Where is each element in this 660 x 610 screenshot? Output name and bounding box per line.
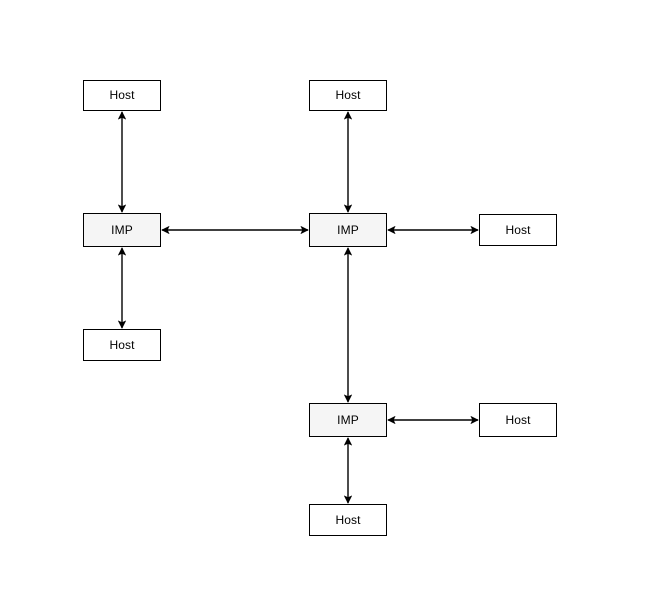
node-label: IMP <box>337 222 359 237</box>
node-imp-left[interactable]: IMP <box>83 213 161 247</box>
node-host-bottom-right[interactable]: Host <box>479 403 557 437</box>
node-label: Host <box>335 88 361 103</box>
node-label: Host <box>505 412 531 427</box>
node-imp-bottom[interactable]: IMP <box>309 403 387 437</box>
node-host-bottom-center[interactable]: Host <box>309 504 387 536</box>
node-label: Host <box>109 88 135 103</box>
edges-group <box>117 111 479 504</box>
node-label: IMP <box>111 222 133 237</box>
node-imp-center[interactable]: IMP <box>309 213 387 247</box>
node-label: Host <box>109 337 135 352</box>
node-host-top-center[interactable]: Host <box>309 80 387 111</box>
node-label: Host <box>505 222 531 237</box>
node-label: Host <box>335 512 361 527</box>
node-label: IMP <box>337 412 359 427</box>
node-host-left-lower[interactable]: Host <box>83 329 161 361</box>
node-host-middle-right[interactable]: Host <box>479 214 557 246</box>
node-host-top-left[interactable]: Host <box>83 80 161 111</box>
